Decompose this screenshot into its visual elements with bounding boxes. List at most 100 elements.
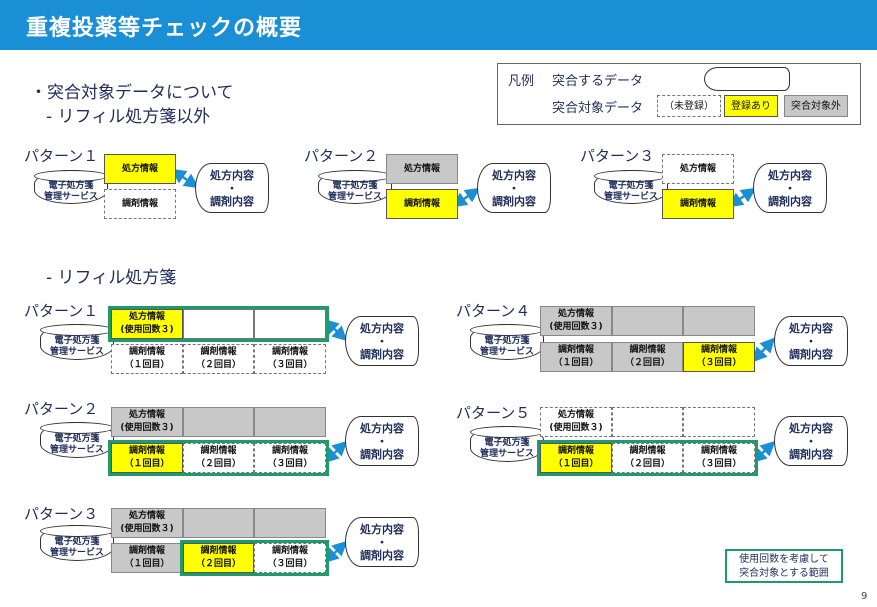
disp-line2: （３回目） xyxy=(267,559,313,569)
db-label: 電子処方箋管理サービス xyxy=(40,336,114,358)
rx-line1: 処方情報 xyxy=(128,312,165,322)
r3-disp3: 調剤情報（３回目） xyxy=(254,543,326,573)
disp-line2: （３回目） xyxy=(267,360,313,370)
disp-line1: 調剤情報 xyxy=(271,446,308,456)
legend-unregistered: （未登録） xyxy=(657,95,721,117)
database-top xyxy=(40,422,114,434)
rx-line2: (使用回数３) xyxy=(549,423,603,433)
r4-disp1: 調剤情報 （１回目） xyxy=(540,342,612,372)
disp-line1: 調剤情報 xyxy=(629,446,666,456)
top-p2-rx: 処方情報 xyxy=(386,154,458,184)
refill-pattern5-label: パターン５ xyxy=(456,404,531,422)
disp-line1: 調剤情報 xyxy=(557,446,594,456)
doc-line3: 調剤内容 xyxy=(360,548,404,562)
r3-gray xyxy=(254,508,326,538)
disp-line2: （１回目） xyxy=(124,360,170,370)
doc-line3: 調剤内容 xyxy=(789,347,833,361)
legend-label: 凡例 xyxy=(508,74,535,89)
db-label-line2: 管理サービス xyxy=(49,548,104,558)
rx-line2: (使用回数３) xyxy=(120,524,174,534)
db-label-line1: 電子処方箋 xyxy=(54,537,100,547)
doc-line2: ・ xyxy=(508,181,520,195)
r1-disp2: 調剤情報（２回目） xyxy=(183,344,254,374)
disp-line1: 調剤情報 xyxy=(128,446,165,456)
document-shape: 処方内容・調剤内容 xyxy=(345,316,419,366)
r3-disp1: 調剤情報 （１回目） xyxy=(111,543,183,573)
rx-line1: 処方情報 xyxy=(557,309,594,319)
db-label-line1: 電子処方箋 xyxy=(484,336,530,346)
legend-registered: 登録あり xyxy=(724,95,778,117)
r4-disp2: 調剤情報 （２回目） xyxy=(612,342,683,372)
legend-match-shape xyxy=(704,67,790,91)
disp-line1: 調剤情報 xyxy=(557,345,594,355)
disp-line2: （１回目） xyxy=(553,358,599,368)
doc-line2: ・ xyxy=(805,434,817,448)
document-shape: 処方内容・調剤内容 xyxy=(774,416,848,466)
rx-line2: (使用回数３) xyxy=(120,325,174,335)
doc-line3: 調剤内容 xyxy=(210,194,254,208)
db-label-line1: 電子処方箋 xyxy=(332,181,378,191)
r2-disp2: 調剤情報（２回目） xyxy=(183,443,254,473)
rx-line2: (使用回数３) xyxy=(549,322,603,332)
rx-line1: 処方情報 xyxy=(557,410,594,420)
database-top xyxy=(470,426,544,438)
r1-disp1: 調剤情報 （１回目） xyxy=(111,344,183,374)
subheading-refill: - リフィル処方箋 xyxy=(46,268,177,288)
db-label: 電子処方箋管理サービス xyxy=(470,336,544,358)
r5-empty xyxy=(612,407,683,437)
db-label: 電子処方箋管理サービス xyxy=(40,434,114,456)
disp-line1: 調剤情報 xyxy=(200,446,237,456)
disp-line1: 調剤情報 xyxy=(128,347,165,357)
r4-rx: 処方情報 (使用回数３) xyxy=(540,306,612,336)
page-number: 9 xyxy=(861,591,868,602)
range-frame xyxy=(537,440,758,476)
doc-line2: ・ xyxy=(376,334,388,348)
top-pattern3-label: パターン３ xyxy=(580,147,655,165)
db-label: 電子処方箋管理サービス xyxy=(470,438,544,460)
document-shape: 処方内容・調剤内容 xyxy=(195,163,269,213)
db-label-line1: 電子処方箋 xyxy=(484,438,530,448)
legend-match-label: 突合するデータ xyxy=(552,74,644,89)
disp-line2: （１回目） xyxy=(124,559,170,569)
disp-line2: （２回目） xyxy=(624,459,670,469)
disp-line1: 調剤情報 xyxy=(629,345,666,355)
doc-line1: 処方内容 xyxy=(789,421,833,435)
disp-line1: 調剤情報 xyxy=(271,347,308,357)
disp-line2: （３回目） xyxy=(696,459,742,469)
db-label: 電子処方箋管理サービス xyxy=(34,181,108,203)
document-shape: 処方内容・調剤内容 xyxy=(774,316,848,366)
note-line2: 突合対象とする範囲 xyxy=(739,568,829,579)
disp-line2: （２回目） xyxy=(195,360,241,370)
database-top xyxy=(40,525,114,537)
range-frame xyxy=(108,440,329,476)
disp-line2: （２回目） xyxy=(195,559,241,569)
rx-line2: (使用回数３) xyxy=(120,423,174,433)
r2-rx: 処方情報(使用回数３) xyxy=(111,407,183,437)
r2-gray xyxy=(183,407,254,437)
r1-empty xyxy=(183,309,254,339)
r5-disp1: 調剤情報（１回目） xyxy=(540,443,612,473)
doc-line2: ・ xyxy=(376,535,388,549)
r2-disp1: 調剤情報 （１回目） xyxy=(111,443,183,473)
db-label: 電子処方箋管理サービス xyxy=(594,181,668,203)
legend-target-label: 突合対象データ xyxy=(552,101,644,116)
top-pattern1-label: パターン１ xyxy=(24,147,99,165)
page-title: 重複投薬等チェックの概要 xyxy=(26,16,303,41)
note-line1: 使用回数を考慮して xyxy=(739,554,829,565)
db-label-line2: 管理サービス xyxy=(327,192,382,202)
r5-rx: 処方情報 (使用回数３) xyxy=(540,407,612,437)
r4-disp3: 調剤情報（３回目） xyxy=(683,342,755,372)
r3-rx: 処方情報(使用回数３) xyxy=(111,508,183,538)
document-shape: 処方内容・調剤内容 xyxy=(345,517,419,567)
db-label-line2: 管理サービス xyxy=(479,449,534,459)
disp-line2: （１回目） xyxy=(124,459,170,469)
db-label-line1: 電子処方箋 xyxy=(48,181,94,191)
doc-line3: 調剤内容 xyxy=(360,347,404,361)
range-frame xyxy=(108,306,329,342)
disp-line1: 調剤情報 xyxy=(128,546,165,556)
db-label: 電子処方箋管理サービス xyxy=(318,181,392,203)
doc-line3: 調剤内容 xyxy=(360,447,404,461)
doc-line1: 処方内容 xyxy=(360,522,404,536)
disp-line2: （２回目） xyxy=(624,358,670,368)
